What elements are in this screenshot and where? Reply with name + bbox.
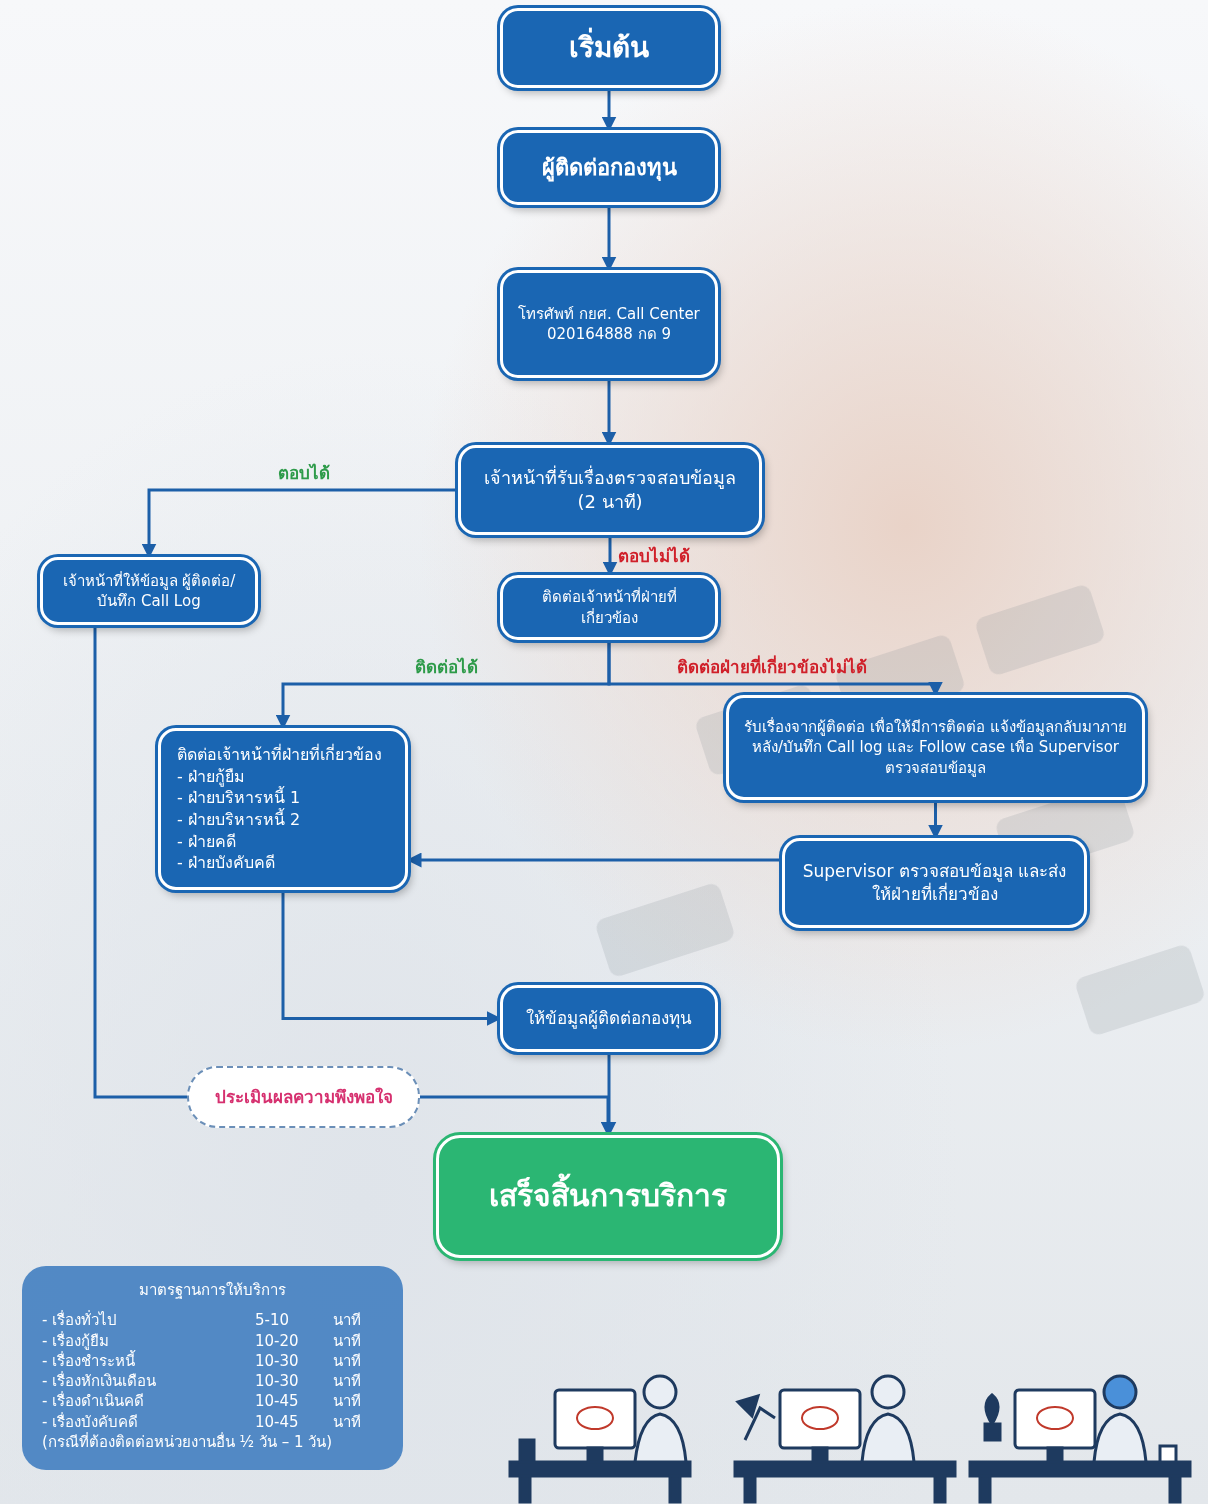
table-cell: - เรื่องหักเงินเดือน: [42, 1371, 247, 1391]
list-item: - ฝ่ายบริหารหนี้ 1: [177, 787, 300, 809]
edge-label: ติดต่อฝ่ายที่เกี่ยวข้องไม่ได้: [677, 653, 867, 680]
node-text: Supervisor ตรวจสอบข้อมูล และส่งให้ฝ่ายที…: [797, 860, 1072, 906]
node-text: ให้ข้อมูลผู้ติดต่อกองทุน: [526, 1007, 692, 1030]
process-box: ผู้ติดต่อกองทุน: [500, 130, 718, 205]
flow-connector: [609, 535, 612, 575]
list-item: - ฝ่ายบริหารหนี้ 2: [177, 809, 300, 831]
table-cell: 10-45: [255, 1412, 325, 1432]
edge-label: ตอบไม่ได้: [618, 542, 690, 569]
edge-label: ติดต่อได้: [415, 653, 478, 680]
process-box: เจ้าหน้าที่ให้ข้อมูล ผู้ติดต่อ/บันทึก Ca…: [40, 557, 258, 625]
list-item: - ฝ่ายบังคับคดี: [177, 852, 275, 874]
node-text: เจ้าหน้าที่ให้ข้อมูล ผู้ติดต่อ/บันทึก Ca…: [55, 571, 243, 612]
process-box: เจ้าหน้าที่รับเรื่องตรวจสอบข้อมูล (2 นาท…: [458, 445, 762, 535]
table-cell: 10-20: [255, 1331, 325, 1351]
table-cell: นาที: [333, 1391, 383, 1411]
table-cell: นาที: [333, 1412, 383, 1432]
table-cell: นาที: [333, 1310, 383, 1330]
table-cell: 10-30: [255, 1351, 325, 1371]
table-cell: 5-10: [255, 1310, 325, 1330]
table-cell: - เรื่องทั่วไป: [42, 1310, 247, 1330]
node-text: เจ้าหน้าที่รับเรื่องตรวจสอบข้อมูล (2 นาท…: [473, 466, 747, 515]
process-box: โทรศัพท์ กยศ. Call Center 020164888 กด 9: [500, 270, 718, 378]
flow-connector: [608, 88, 611, 130]
process-box: ติดต่อเจ้าหน้าที่ฝ่ายที่เกี่ยวข้อง- ฝ่าย…: [158, 728, 408, 890]
table-cell: 10-30: [255, 1371, 325, 1391]
panel-heading: มาตรฐานการให้บริการ: [42, 1280, 383, 1300]
table-cell: 10-45: [255, 1391, 325, 1411]
start-terminal: เริ่มต้น: [500, 8, 718, 88]
process-box: รับเรื่องจากผู้ติดต่อ เพื่อให้มีการติดต่…: [726, 695, 1145, 800]
service-standard-panel: มาตรฐานการให้บริการ - เรื่องทั่วไป 5-10 นาท…: [22, 1266, 403, 1470]
node-text: เสร็จสิ้นการบริการ: [489, 1176, 727, 1217]
table-cell: - เรื่องบังคับคดี: [42, 1412, 247, 1432]
process-box: Supervisor ตรวจสอบข้อมูล และส่งให้ฝ่ายที…: [782, 838, 1087, 928]
node-text: ติดต่อเจ้าหน้าที่ฝ่ายที่เกี่ยวข้อง: [515, 587, 703, 628]
node-text: ประเมินผลความพึงพอใจ: [215, 1086, 393, 1109]
table-cell: - เรื่องกู้ยืม: [42, 1331, 247, 1351]
evaluation-box: ประเมินผลความพึงพอใจ: [187, 1066, 420, 1128]
list-item: - ฝ่ายคดี: [177, 831, 236, 853]
flow-connector: [608, 205, 611, 270]
process-box: ให้ข้อมูลผู้ติดต่อกองทุน: [500, 985, 718, 1052]
table-cell: - เรื่องดำเนินคดี: [42, 1391, 247, 1411]
flow-connector: [934, 800, 937, 838]
list-item: - ฝ่ายกู้ยืม: [177, 766, 245, 788]
edge-label: ตอบได้: [278, 459, 330, 486]
end-terminal: เสร็จสิ้นการบริการ: [436, 1135, 780, 1258]
flow-connector: [283, 890, 500, 1019]
table-cell: - เรื่องชำระหนี้: [42, 1351, 247, 1371]
flow-connector: [283, 640, 609, 728]
process-box: ติดต่อเจ้าหน้าที่ฝ่ายที่เกี่ยวข้อง: [500, 575, 718, 640]
table-cell: นาที: [333, 1331, 383, 1351]
table-cell: นาที: [333, 1351, 383, 1371]
node-text: รับเรื่องจากผู้ติดต่อ เพื่อให้มีการติดต่…: [741, 717, 1130, 778]
node-text: เริ่มต้น: [569, 29, 649, 67]
node-text: ผู้ติดต่อกองทุน: [542, 153, 677, 183]
flow-connector: [608, 378, 611, 445]
flow-connector: [420, 1097, 608, 1135]
table-note: (กรณีที่ต้องติดต่อหน่วยงานอื่น ½ วัน – 1…: [42, 1432, 383, 1452]
flow-connector: [609, 640, 936, 695]
box-heading: ติดต่อเจ้าหน้าที่ฝ่ายที่เกี่ยวข้อง: [177, 744, 382, 766]
node-text: โทรศัพท์ กยศ. Call Center 020164888 กด 9: [515, 304, 703, 345]
standard-table: - เรื่องทั่วไป 5-10 นาที - เรื่องกู้ยืม 10-2…: [42, 1310, 383, 1432]
flow-connector: [149, 490, 458, 557]
flow-connector: [408, 859, 782, 862]
table-cell: นาที: [333, 1371, 383, 1391]
